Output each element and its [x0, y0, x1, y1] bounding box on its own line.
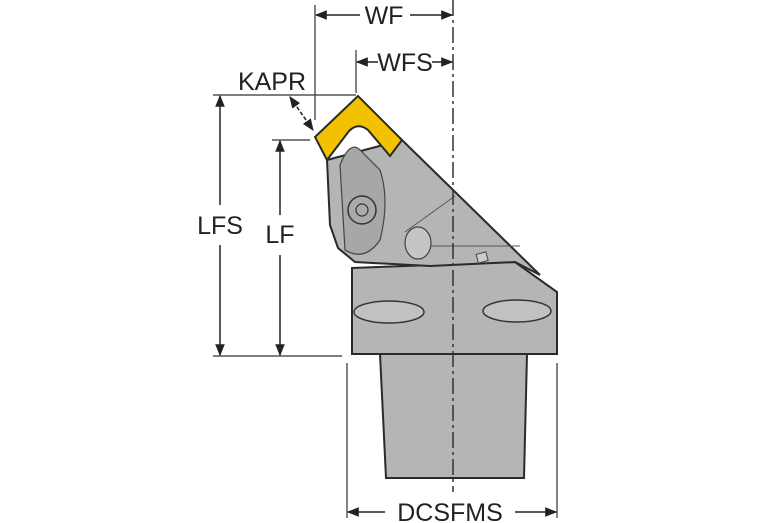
label-kapr: KAPR: [238, 68, 306, 96]
label-wf: WF: [365, 2, 404, 30]
tab: [475, 251, 489, 264]
kapr-arrow: [289, 96, 314, 131]
slot-left: [353, 300, 425, 324]
screw: [347, 195, 377, 225]
body-edge: [404, 195, 456, 233]
pin: [404, 226, 432, 260]
slot-right: [482, 299, 552, 323]
screw-torx-icon: [355, 203, 369, 217]
label-dcsfms: DCSFMS: [397, 499, 503, 523]
insert: [313, 94, 404, 162]
label-wfs: WFS: [377, 49, 433, 77]
label-lf: LF: [265, 221, 294, 249]
label-lfs: LFS: [197, 212, 243, 240]
